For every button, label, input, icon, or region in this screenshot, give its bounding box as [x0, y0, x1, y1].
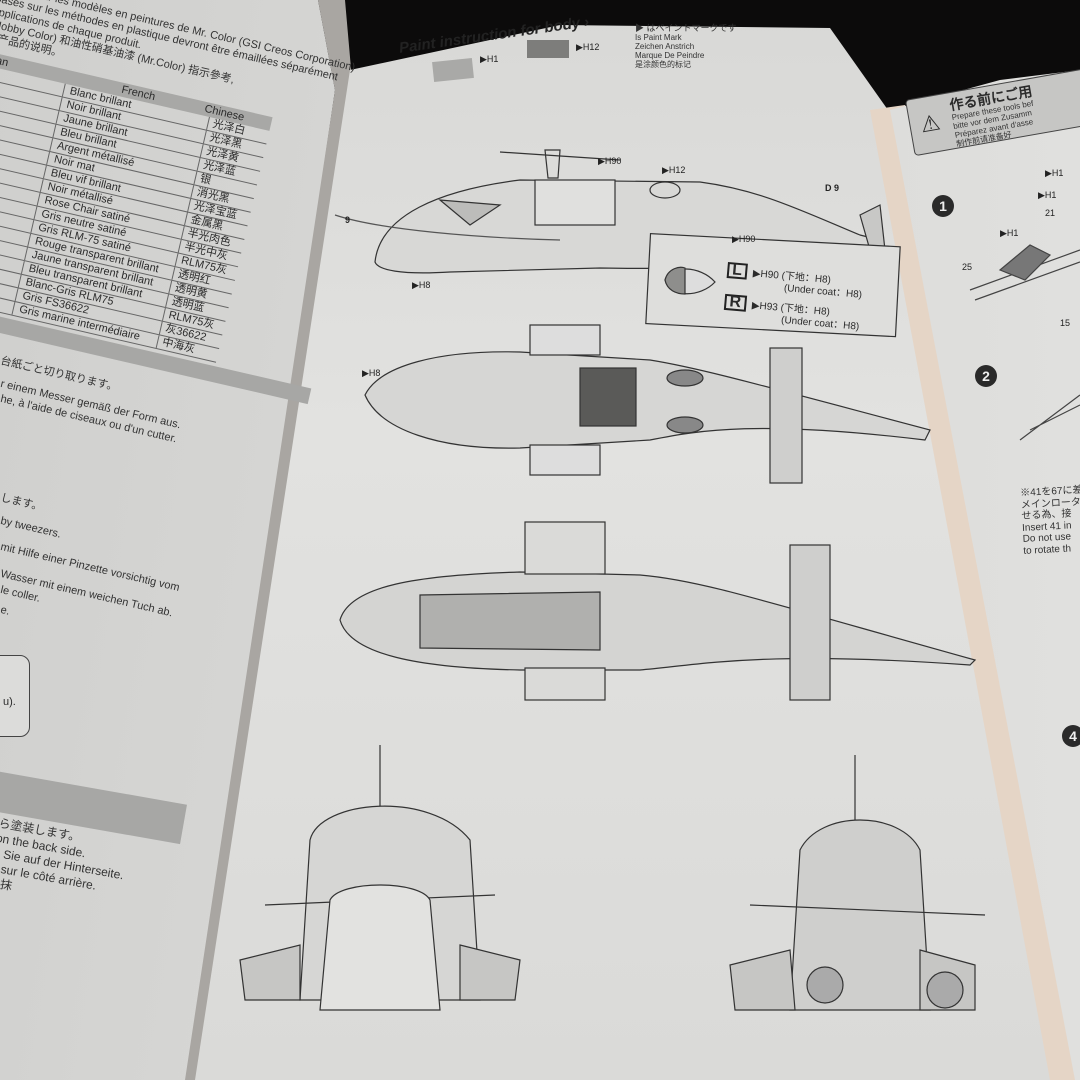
helicopter-bottom-view: [339, 521, 977, 701]
assembly-note: ※41を67に差 メインロータ せる為、接 Insert 41 in Do no…: [1020, 485, 1080, 557]
part-id: 21: [1045, 208, 1056, 218]
part-label: ▶H1: [1000, 228, 1019, 238]
bubble-text: u).: [3, 696, 16, 708]
text-line: Marque De Peindre: [635, 51, 705, 60]
paint-code: H1: [1051, 168, 1064, 178]
paint-code: H12: [668, 165, 686, 175]
callout-h90: ▶H90: [732, 234, 756, 244]
text-line: Is Paint Mark: [635, 33, 682, 42]
step-number: 1: [932, 195, 954, 217]
part-id: 25: [962, 262, 973, 272]
paint-mark-h1: ▶H1: [480, 54, 499, 64]
note-bubble: u).: [0, 655, 30, 737]
part-id: 15: [1060, 318, 1071, 328]
paint-code: H1: [486, 54, 499, 64]
light-callout-box: [645, 233, 901, 338]
callout-h8: ▶H8: [362, 368, 381, 378]
decal-mark: D 9: [825, 183, 839, 193]
text-line: はペイントマークです: [646, 23, 737, 33]
callout-h8: ▶H8: [412, 280, 431, 290]
paint-code: H90: [738, 234, 756, 244]
helicopter-front-view: [239, 745, 521, 1011]
paint-code: H1: [1044, 190, 1057, 200]
mark-label: 9: [834, 183, 840, 193]
paint-code: H8: [418, 280, 431, 290]
callout-h90: ▶H90: [598, 156, 622, 166]
paint-code: H8: [368, 368, 381, 378]
helicopter-top-view: [364, 324, 931, 484]
paint-mark-legend: ▶ はペイントマークです Is Paint Mark Zeichen Anstr…: [635, 23, 737, 70]
part-number: 25: [962, 262, 972, 272]
mark-label: 9: [345, 215, 351, 225]
part-number: 15: [1060, 318, 1070, 328]
paint-mark-h12: ▶H12: [576, 42, 600, 52]
swatch-h12: [527, 40, 569, 58]
decal-mark: 9: [345, 215, 350, 225]
part-label: ▶H1: [1038, 190, 1057, 200]
step-number: 4: [1062, 725, 1080, 747]
text-line: 是涂颜色的标记: [635, 60, 691, 69]
callout-h12: ▶H12: [662, 165, 686, 175]
text-line: Zeichen Anstrich: [635, 42, 695, 51]
step-number: 2: [975, 365, 997, 387]
part-number: 21: [1045, 208, 1055, 218]
part-label: ▶H1: [1045, 168, 1064, 178]
paint-code: H1: [1006, 228, 1019, 238]
paint-code: H12: [582, 42, 600, 52]
helicopter-rear-view: [729, 755, 986, 1011]
paint-code: H90: [604, 156, 622, 166]
mark-label: D: [825, 183, 832, 193]
